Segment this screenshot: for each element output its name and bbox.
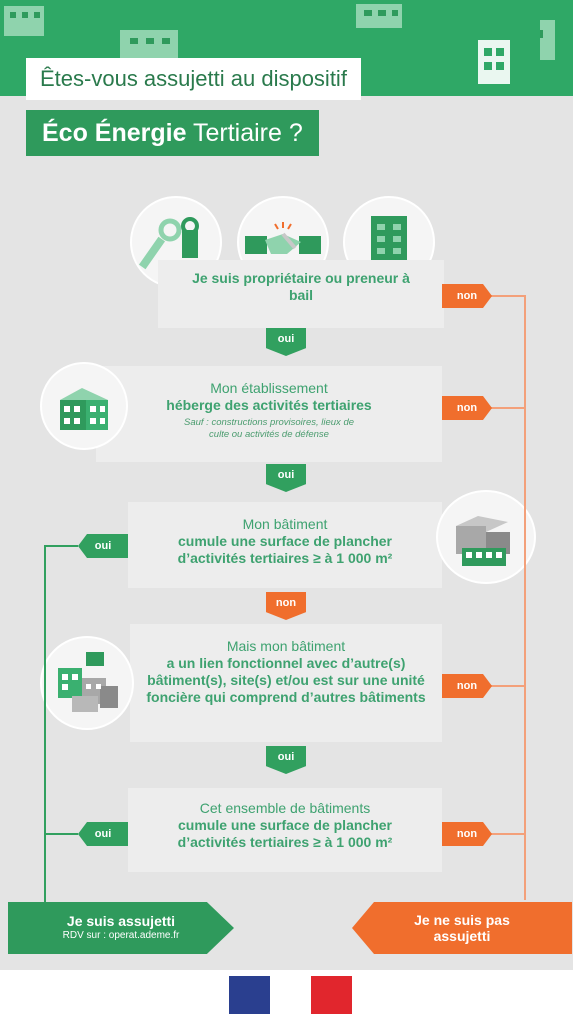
step-floor-area: Mon bâtiment cumule une surface de planc… <box>128 502 442 588</box>
non-tag: non <box>442 822 492 846</box>
page-title-line1: Êtes-vous assujetti au dispositif <box>26 58 361 100</box>
buildings-cluster-icon <box>40 636 134 730</box>
non-connector <box>490 833 525 835</box>
non-connector <box>490 407 525 409</box>
header-buildings-icon <box>4 4 555 96</box>
non-arrow: non <box>266 592 306 620</box>
title-bold: Éco Énergie <box>42 119 187 147</box>
result-yes-title: Je suis assujetti <box>66 913 176 929</box>
non-path-line <box>524 295 526 900</box>
title-light: Tertiaire ? <box>193 119 303 147</box>
republic-logo <box>229 976 352 1014</box>
oui-arrow: oui <box>266 328 306 356</box>
non-tag: non <box>442 674 492 698</box>
oui-tag: oui <box>78 534 128 558</box>
step-note: Sauf : constructions provisoires, lieux … <box>183 417 355 440</box>
step-text: cumule une surface de plancher d’activit… <box>177 533 393 566</box>
buildings-group-icon <box>436 490 536 584</box>
step-owner: Je suis propriétaire ou preneur à bail <box>158 260 444 328</box>
step-tertiary-activities: Mon établissement héberge des activités … <box>96 366 442 462</box>
oui-arrow: oui <box>266 464 306 492</box>
result-non-assujetti: Je ne suis pas assujetti <box>352 902 572 954</box>
step-text: cumule une surface de plancher d’activit… <box>177 817 393 850</box>
non-tag: non <box>442 284 492 308</box>
result-no-title: Je ne suis pas assujetti <box>414 912 510 944</box>
oui-connector <box>44 545 78 547</box>
non-tag: non <box>442 396 492 420</box>
page-title-line2: Éco Énergie Tertiaire ? <box>26 110 319 156</box>
step-text-light: Mon établissement <box>210 380 328 396</box>
step-text-light: Mais mon bâtiment <box>226 638 346 654</box>
oui-connector <box>44 833 78 835</box>
oui-path-line <box>44 545 46 902</box>
step-text-light: Cet ensemble de bâtiments <box>199 800 371 816</box>
non-connector <box>490 295 525 297</box>
building-icon <box>40 362 128 450</box>
oui-arrow: oui <box>266 746 306 774</box>
oui-tag: oui <box>78 822 128 846</box>
result-assujetti: Je suis assujetti RDV sur : operat.ademe… <box>8 902 234 954</box>
step-functional-link: Mais mon bâtiment a un lien fonctionnel … <box>130 624 442 742</box>
step-text-light: Mon bâtiment <box>242 516 328 532</box>
step-building-group: Cet ensemble de bâtiments cumule une sur… <box>128 788 442 872</box>
non-connector <box>490 685 525 687</box>
step-text: Je suis propriétaire ou preneur à bail <box>192 270 410 303</box>
step-text: a un lien fonctionnel avec d’autre(s) bâ… <box>146 655 426 705</box>
result-yes-link: RDV sur : operat.ademe.fr <box>62 930 180 941</box>
step-text: héberge des activités tertiaires <box>166 397 372 413</box>
